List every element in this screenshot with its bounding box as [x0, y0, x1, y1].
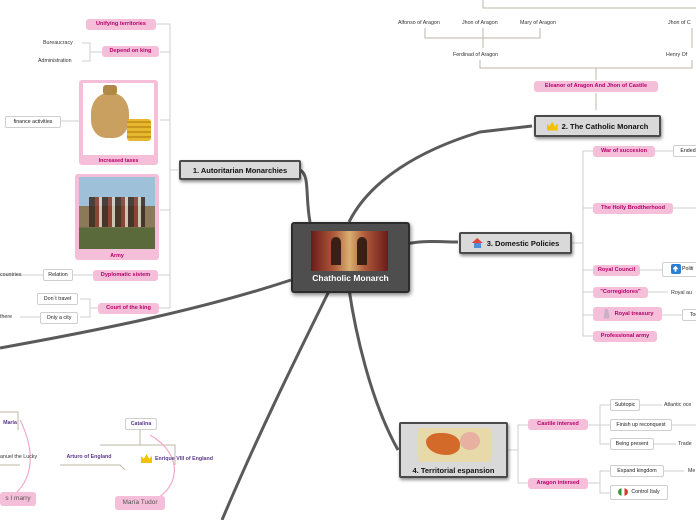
coins-icon — [127, 119, 151, 141]
atlantic-ocean-label[interactable]: Atlantic oce — [664, 402, 692, 408]
control-italy-label: Control Italy — [631, 489, 660, 495]
professional-army[interactable]: Professional army — [593, 331, 657, 342]
depend-on-king[interactable]: Depend on king — [102, 46, 159, 57]
there-label[interactable]: there — [0, 314, 13, 320]
money-bag-image — [83, 83, 154, 155]
politics-label: Politi — [682, 266, 694, 272]
increased-taxes-label: Increased taxes — [98, 158, 139, 164]
finish-up-reconquest[interactable]: Finish up reconquest — [610, 419, 672, 431]
only-a-city-node[interactable]: Only a city — [40, 312, 78, 324]
being-present[interactable]: Being present — [610, 438, 654, 450]
crown-icon — [546, 121, 558, 131]
topic-domestic-policies[interactable]: 3. Domestic Policies — [459, 232, 572, 254]
bureaucracy-label[interactable]: Bureaucracy — [43, 40, 73, 46]
castile-intersed[interactable]: Castile intersed — [528, 419, 588, 430]
holly-brotherhood[interactable]: The Holly Brodtherhood — [593, 203, 673, 214]
money-bag-icon — [91, 93, 129, 138]
marriage-note[interactable]: s I marry — [0, 492, 36, 506]
topic-autoritarian-monarchies[interactable]: 1. Autoritarian Monarchies — [179, 160, 301, 180]
crown-icon — [141, 454, 152, 464]
countries-label[interactable]: countries — [0, 272, 22, 278]
henry-of-castile[interactable]: Henry Of — [666, 52, 688, 58]
politics-node[interactable]: Politi — [662, 262, 696, 277]
catalina-node[interactable]: Catalina — [125, 418, 157, 430]
administration-label[interactable]: Administration — [38, 58, 72, 64]
aragon-intersed[interactable]: Aragon intersed — [528, 478, 588, 489]
ferdinad-of-aragon[interactable]: Ferdinad of Aragon — [453, 52, 499, 58]
up-arrow-icon — [670, 263, 681, 274]
italy-flag-icon — [618, 487, 629, 496]
topic-label: 1. Autoritarian Monarchies — [192, 165, 288, 175]
jhon-of-castile[interactable]: Jhon of C — [668, 20, 691, 26]
royal-council[interactable]: Royal Council — [593, 265, 640, 276]
house-icon — [472, 238, 483, 248]
army-card[interactable]: Army — [75, 174, 159, 260]
control-italy[interactable]: Control Italy — [610, 485, 668, 500]
army-image — [79, 177, 155, 249]
increased-taxes-card[interactable]: Increased taxes — [79, 80, 158, 165]
map-region-castile — [426, 433, 460, 455]
maria-tudor[interactable]: María Tudor — [115, 496, 165, 510]
topic-label: 4. Territorial espansion — [412, 466, 495, 475]
expand-kingdom[interactable]: Expand kingdom — [610, 465, 664, 477]
relation-node[interactable]: Relation — [43, 269, 73, 281]
cavalry-figures — [89, 197, 145, 227]
maria-node[interactable]: Maria — [3, 420, 17, 426]
court-of-the-king[interactable]: Court of the king — [98, 303, 159, 314]
mary-of-aragon[interactable]: Mary of Aragon — [520, 20, 556, 26]
royal-treasury[interactable]: Royal treasury — [593, 307, 662, 321]
mediterranean-label[interactable]: Me — [688, 468, 696, 474]
topic-label: 3. Domestic Policies — [486, 238, 560, 248]
central-topic[interactable]: Chatholic Monarch — [291, 222, 410, 293]
enrique-label: Enrique VIII of England — [155, 456, 213, 462]
unifying-territories[interactable]: Unifying territories — [86, 19, 156, 30]
subtopic-node[interactable]: Subtopic — [610, 399, 640, 411]
royal-treasury-label: Royal treasury — [614, 311, 654, 317]
corregidores[interactable]: "Corregidores" — [593, 287, 648, 298]
topic-catholic-monarch[interactable]: 2. The Catholic Monarch — [534, 115, 661, 137]
too-node[interactable]: Too — [682, 309, 696, 321]
dont-travel-node[interactable]: Don´t travel — [37, 293, 78, 305]
royal-authority-label[interactable]: Royal au — [671, 290, 692, 296]
arturo-of-england[interactable]: Arturo of England — [66, 454, 112, 460]
manuel-the-lucky[interactable]: anuel the Lucky — [0, 454, 38, 460]
monarchs-portrait — [311, 231, 388, 271]
war-of-succesion[interactable]: War of succesion — [593, 146, 655, 157]
central-topic-label: Chatholic Monarch — [312, 273, 389, 283]
map-region-aragon — [460, 432, 480, 450]
enrique-viii-of-england[interactable]: Enrique VIII of England — [130, 453, 224, 467]
topic-territorial-espansion[interactable]: 4. Territorial espansion — [399, 422, 508, 478]
dyplomatic-sistem[interactable]: Dyplomatic sistem — [93, 270, 158, 281]
bag-tie — [103, 85, 117, 95]
trade-label[interactable]: Trade — [678, 441, 692, 447]
alfonso-of-aragon[interactable]: Alfonso of Aragon — [398, 20, 440, 26]
ended-node[interactable]: Ended — [673, 145, 696, 157]
topic-label: 2. The Catholic Monarch — [561, 121, 649, 131]
tower-icon — [603, 308, 610, 319]
jhon-of-aragon[interactable]: Jhon of Aragon — [462, 20, 498, 26]
finance-activities[interactable]: finance activities — [5, 116, 61, 128]
army-label: Army — [110, 253, 124, 259]
eleanor-and-jhon[interactable]: Eleanor of Aragon And Jhon of Castile — [534, 81, 658, 92]
spain-map-image — [418, 428, 491, 462]
